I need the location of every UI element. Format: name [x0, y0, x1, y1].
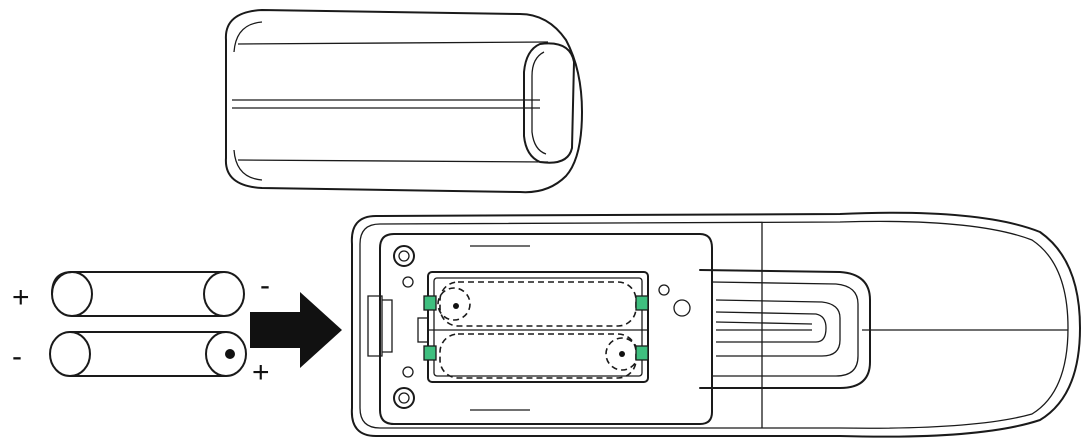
battery-contacts [423, 295, 649, 361]
insert-direction-arrow-icon [250, 292, 342, 368]
battery-bottom-minus-sign: - [12, 340, 22, 373]
contact-top-left-icon [423, 295, 437, 311]
battery-top-minus-sign: - [260, 269, 270, 302]
contact-bottom-left-icon [423, 345, 437, 361]
remote-control-body [350, 211, 1081, 438]
battery-bottom[interactable] [49, 331, 247, 377]
contact-top-right-icon [635, 295, 649, 311]
battery-terminal-nub [225, 349, 235, 359]
contact-bottom-right-icon [635, 345, 649, 361]
battery-compartment [417, 271, 649, 383]
battery-top[interactable] [51, 271, 245, 317]
battery-top-plus-sign: + [12, 281, 30, 314]
battery-bottom-plus-sign: + [252, 356, 270, 389]
battery-cover[interactable] [224, 9, 583, 194]
